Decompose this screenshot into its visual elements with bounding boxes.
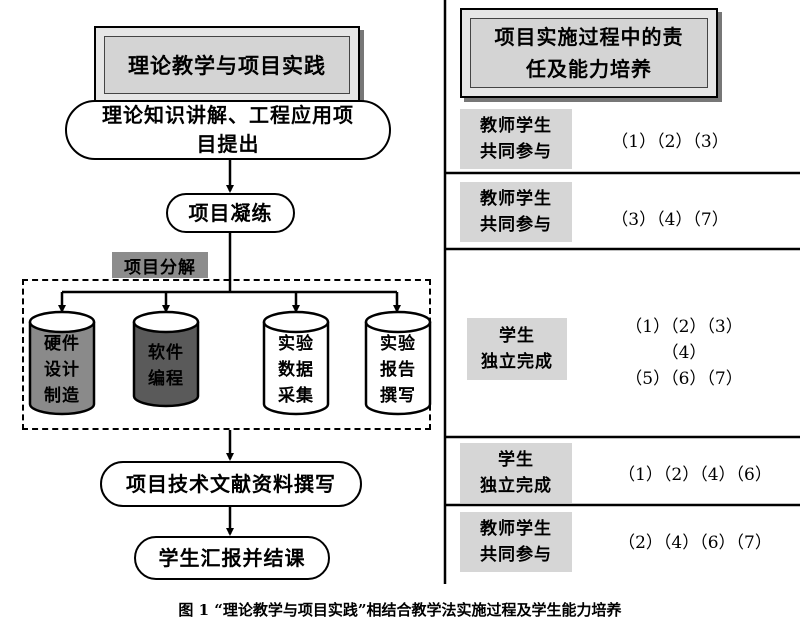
step-student-report: 学生汇报并结课: [134, 536, 330, 580]
step-theory-explanation: 理论知识讲解、工程应用项 目提出: [65, 100, 391, 160]
role-teacher-student: 教师学生 共同参与: [460, 109, 572, 169]
software-label: 软件 编程: [148, 343, 184, 389]
ability-numbers: （1）（2）（4）（6）: [618, 465, 772, 485]
ability-numbers: （1）（2）（3）: [611, 132, 729, 152]
responsibility-ability-title: 项目实施过程中的责 任及能力培养: [460, 8, 718, 98]
cylinder-software: [132, 310, 200, 408]
figure-caption: 图 1 “理论教学与项目实践”相结合教学法实施过程及学生能力培养: [178, 600, 622, 619]
ability-numbers: （1）（2）（3） （4） （5）（6）（7）: [625, 317, 743, 389]
report-writing-label: 实验 报告 撰写: [380, 334, 416, 406]
role-student-independent: 学生 独立完成: [460, 443, 572, 503]
step-project-refinement: 项目凝练: [166, 193, 295, 233]
theory-practice-title: 理论教学与项目实践: [94, 26, 360, 104]
ability-numbers: （2）（4）（6）（7）: [618, 533, 772, 553]
ability-numbers: （3）（4）（7）: [611, 210, 729, 230]
data-collection-label: 实验 数据 采集: [278, 334, 314, 406]
step-technical-documentation: 项目技术文献资料撰写: [100, 461, 362, 507]
hardware-label: 硬件 设计 制造: [44, 334, 80, 406]
theory-practice-title-text: 理论教学与项目实践: [104, 36, 350, 94]
role-teacher-student: 教师学生 共同参与: [460, 512, 572, 572]
project-decomposition-label: 项目分解: [112, 252, 208, 278]
cylinder-hardware: [28, 310, 96, 416]
cylinder-report-writing: [364, 310, 432, 416]
cylinder-data-collection: [262, 310, 330, 416]
role-student-independent: 学生 独立完成: [467, 318, 567, 380]
responsibility-ability-title-text: 项目实施过程中的责 任及能力培养: [470, 18, 708, 88]
role-teacher-student: 教师学生 共同参与: [460, 182, 572, 242]
